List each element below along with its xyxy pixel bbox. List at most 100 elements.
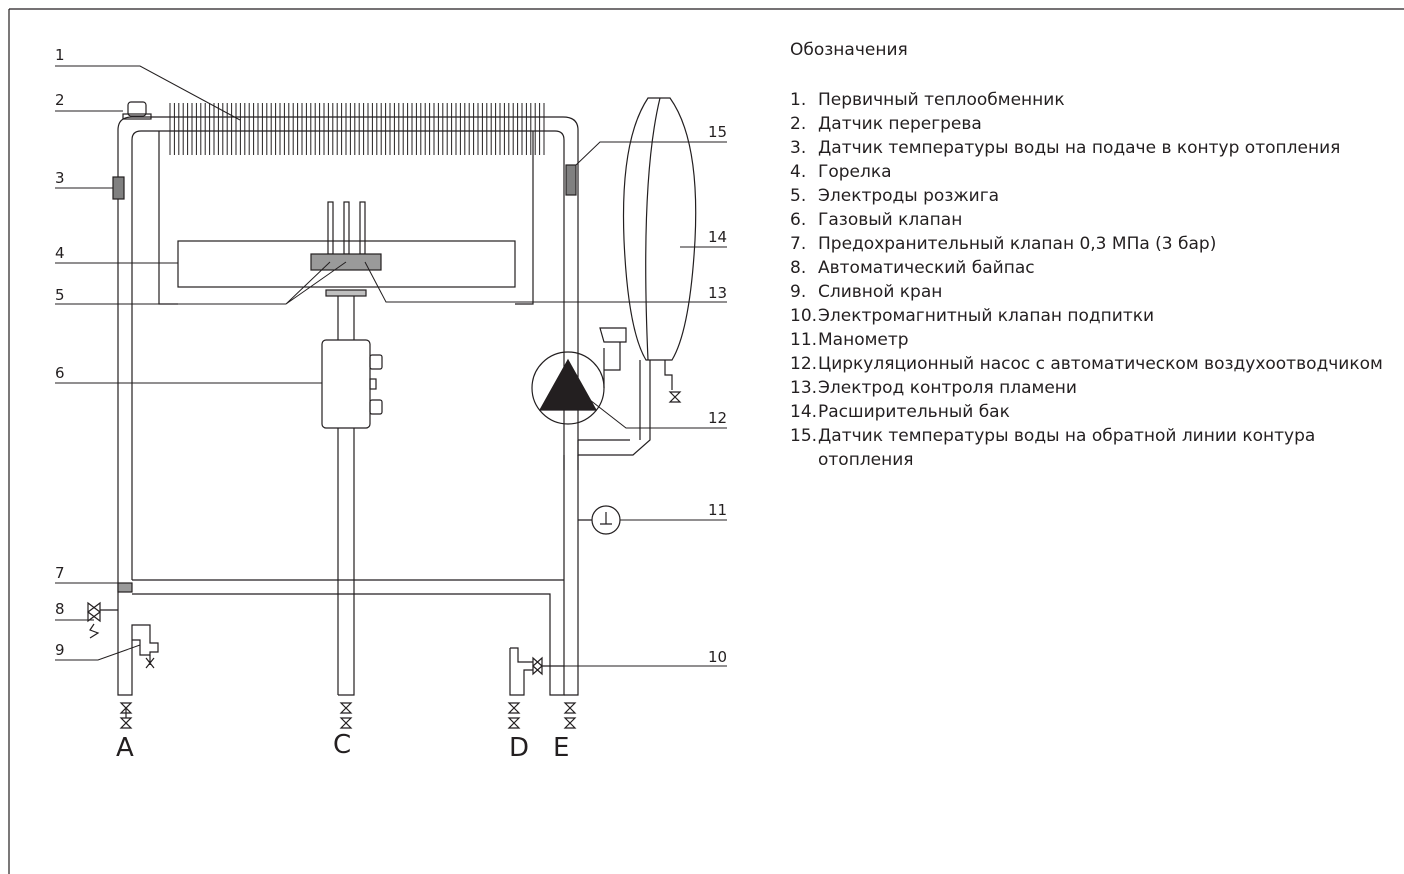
boiler-schematic [87, 97, 697, 729]
legend-item: 14.Расширительный бак [790, 400, 1390, 424]
legend-item-number: 14. [790, 402, 818, 422]
legend-item-text: Электромагнитный клапан подпитки [818, 306, 1155, 326]
callout-1: 1 [55, 46, 65, 64]
legend-item: 10.Электромагнитный клапан подпитки [790, 304, 1390, 328]
gas-manifold-plate [325, 289, 367, 297]
connection-e: E [553, 733, 569, 763]
drain-valve-e [563, 702, 577, 729]
legend-item-text: Электроды розжига [818, 186, 1000, 206]
drain-valve-a [119, 702, 133, 729]
ignition-electrode-1 [327, 201, 334, 255]
legend-item-number: 5. [790, 186, 807, 206]
flow-temperature-sensor [112, 176, 125, 200]
legend-item: 2. Датчик перегрева [790, 112, 1390, 136]
legend-panel: Обозначения 1. Первичный теплообменник 2. Д… [790, 40, 1390, 472]
legend-item-text: Циркуляционный насос с автоматическом во… [818, 354, 1383, 374]
burner [177, 240, 516, 288]
legend-item-text: Автоматический байпас [818, 258, 1035, 278]
legend-item-text: Предохранительный клапан 0,3 МПа (3 бар) [818, 234, 1217, 254]
connection-c: C [333, 730, 351, 760]
legend-item: 1. Первичный теплообменник [790, 88, 1390, 112]
callout-14: 14 [708, 228, 727, 246]
leader-1 [55, 65, 241, 121]
callout-7: 7 [55, 564, 65, 582]
combustion-chamber [158, 131, 534, 305]
heating-flow-outlet [117, 595, 159, 696]
bypass-pipe [132, 455, 565, 696]
callout-leaders [55, 65, 727, 667]
legend-item-text: Манометр [818, 330, 909, 350]
legend-item: 15.Датчик температуры воды на обратной л… [790, 424, 1390, 472]
legend-item-text: Газовый клапан [818, 210, 963, 230]
callout-4: 4 [55, 244, 65, 262]
connection-a: A [116, 733, 134, 763]
legend-item-text: Горелка [818, 162, 892, 182]
legend-item: 12.Циркуляционный насос с автоматическом… [790, 352, 1390, 376]
legend-item-text: Датчик перегрева [818, 114, 982, 134]
leader-12 [589, 399, 727, 429]
filling-solenoid-valve [509, 647, 564, 696]
pump-impeller-icon [538, 358, 598, 411]
callout-8: 8 [55, 600, 65, 618]
callout-13: 13 [708, 284, 727, 302]
legend-item-text: Датчик температуры воды на подаче в конт… [818, 138, 1341, 158]
safety-valve [117, 582, 133, 593]
legend-item: 5. Электроды розжига [790, 184, 1390, 208]
legend-item: 4. Горелка [790, 160, 1390, 184]
callout-2: 2 [55, 91, 65, 109]
legend-item-text: Электрод контроля пламени [818, 378, 1077, 398]
legend-item: 7. Предохранительный клапан 0,3 МПа (3 ба… [790, 232, 1390, 256]
heat-exchanger-tube-outer [117, 116, 579, 595]
callout-6: 6 [55, 364, 65, 382]
legend-item-number: 1. [790, 90, 807, 110]
legend-item: 13.Электрод контроля пламени [790, 376, 1390, 400]
legend-item-number: 8. [790, 258, 807, 278]
legend-item-text: Расширительный бак [818, 402, 1010, 422]
callout-labels: 1 2 3 4 5 6 7 8 9 10 11 12 13 14 15 [55, 46, 727, 666]
leader-15 [575, 141, 727, 166]
return-temperature-sensor [565, 164, 577, 196]
connection-d: D [509, 733, 529, 763]
callout-3: 3 [55, 169, 65, 187]
gas-pipe [337, 296, 355, 696]
legend-item: 3. Датчик температуры воды на подаче в ко… [790, 136, 1390, 160]
callout-10: 10 [708, 648, 727, 666]
legend-item-number: 7. [790, 234, 807, 254]
heat-exchanger-fins [169, 103, 545, 155]
legend-item: 9.Сливной кран [790, 280, 1390, 304]
legend-item-number: 4. [790, 162, 807, 182]
heat-exchanger-tube-inner [131, 130, 565, 580]
legend-item-number: 12. [790, 354, 818, 374]
callout-12: 12 [708, 409, 727, 427]
callout-5: 5 [55, 286, 65, 304]
legend-item-text: Первичный теплообменник [818, 90, 1065, 110]
leader-9 [55, 644, 141, 661]
legend-item: 11.Манометр [790, 328, 1390, 352]
legend-item-number: 13. [790, 378, 818, 398]
ignition-electrode-2 [343, 201, 350, 255]
drain-valve-c [339, 702, 353, 729]
legend-title: Обозначения [790, 40, 908, 60]
legend-list: 1. Первичный теплообменник 2. Датчик перегр… [790, 88, 1390, 472]
overheat-sensor [127, 101, 147, 117]
legend-item-number: 11. [790, 330, 818, 350]
callout-15: 15 [708, 123, 727, 141]
leader-13 [364, 261, 727, 303]
legend-item-number: 15. [790, 426, 818, 446]
legend-item-number: 6. [790, 210, 807, 230]
expansion-tank-connector [577, 360, 651, 456]
legend-item-number: 9. [790, 282, 807, 302]
gas-valve [321, 339, 371, 429]
legend-item-number: 2. [790, 114, 807, 134]
legend-item-text: Датчик температуры воды на обратной лини… [818, 426, 1316, 470]
callout-9: 9 [55, 641, 65, 659]
legend-item: 6. Газовый клапан [790, 208, 1390, 232]
legend-item-number: 3. [790, 138, 807, 158]
leader-5 [55, 261, 347, 305]
flame-detection-electrode [359, 201, 366, 255]
legend-item-number: 10. [790, 306, 818, 326]
connection-labels: A C D E [116, 730, 569, 763]
expansion-tank [622, 97, 697, 361]
legend-item: 8. Автоматический байпас [790, 256, 1390, 280]
